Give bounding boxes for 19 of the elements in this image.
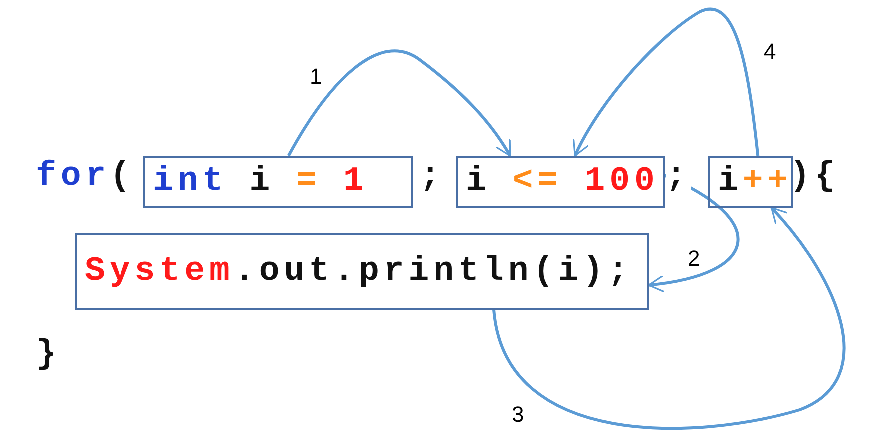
arrow	[648, 174, 740, 292]
code-box	[456, 156, 665, 208]
code-text: 100	[584, 165, 660, 199]
code-text: System	[85, 254, 234, 288]
code-box	[708, 156, 793, 208]
code-text: <=	[512, 165, 563, 199]
arrow	[288, 50, 512, 157]
code-text: i	[718, 165, 743, 199]
code-text: ++	[742, 165, 793, 199]
code-text: .out.println(i);	[234, 254, 633, 288]
code-text: i	[250, 165, 275, 199]
arrow	[492, 207, 846, 430]
code-text: =	[296, 165, 322, 199]
code-text: int	[153, 165, 228, 199]
code-box	[143, 156, 413, 208]
code-box	[75, 233, 649, 310]
code-text: i	[466, 165, 491, 199]
arrow	[574, 8, 760, 157]
code-text: 1	[344, 165, 368, 199]
